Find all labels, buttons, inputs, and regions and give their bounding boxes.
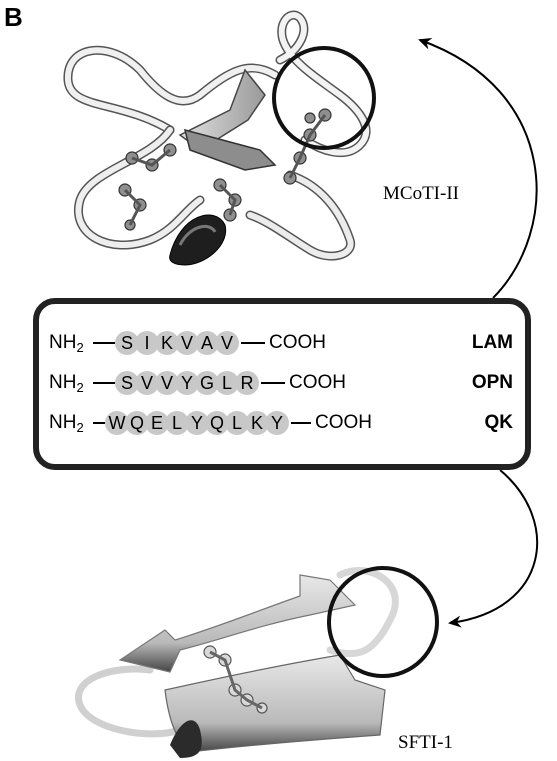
residue: Y xyxy=(265,411,289,435)
panel-label: B xyxy=(4,2,23,33)
c-terminus: COOH xyxy=(289,372,346,394)
c-terminus: COOH xyxy=(269,332,326,354)
residue-chain: W Q E L Y Q L K Y COOH xyxy=(93,411,372,435)
n-terminus: NH2 xyxy=(49,372,84,395)
sequence-name: QK xyxy=(485,412,514,434)
sequence-row-qk: NH2 W Q E L Y Q L K Y COOH QK xyxy=(49,406,513,440)
n-terminus: NH2 xyxy=(49,412,84,435)
sequence-row-lam: NH2 S I K V A V COOH LAM xyxy=(49,326,513,360)
sequence-name: LAM xyxy=(472,332,513,354)
c-terminus: COOH xyxy=(315,412,372,434)
sequence-box: NH2 S I K V A V COOH LAM NH2 S V V Y G L… xyxy=(33,298,531,470)
residue-chain: S V V Y G L R COOH xyxy=(93,371,346,395)
residue-chain: S I K V A V COOH xyxy=(93,331,326,355)
label-mcoti: MCoTI-II xyxy=(383,183,459,205)
sequence-name: OPN xyxy=(472,372,513,394)
sfti-loop-highlight xyxy=(329,568,437,676)
mcoti-structure xyxy=(68,15,366,265)
residue: R xyxy=(235,371,259,395)
mcoti-loop-highlight xyxy=(274,48,374,148)
label-sfti: SFTI-1 xyxy=(398,732,453,754)
sequence-row-opn: NH2 S V V Y G L R COOH OPN xyxy=(49,366,513,400)
residue: V xyxy=(215,331,239,355)
arrow-to-sfti xyxy=(450,470,537,623)
arrow-to-mcoti xyxy=(420,40,537,298)
n-terminus: NH2 xyxy=(49,332,84,355)
